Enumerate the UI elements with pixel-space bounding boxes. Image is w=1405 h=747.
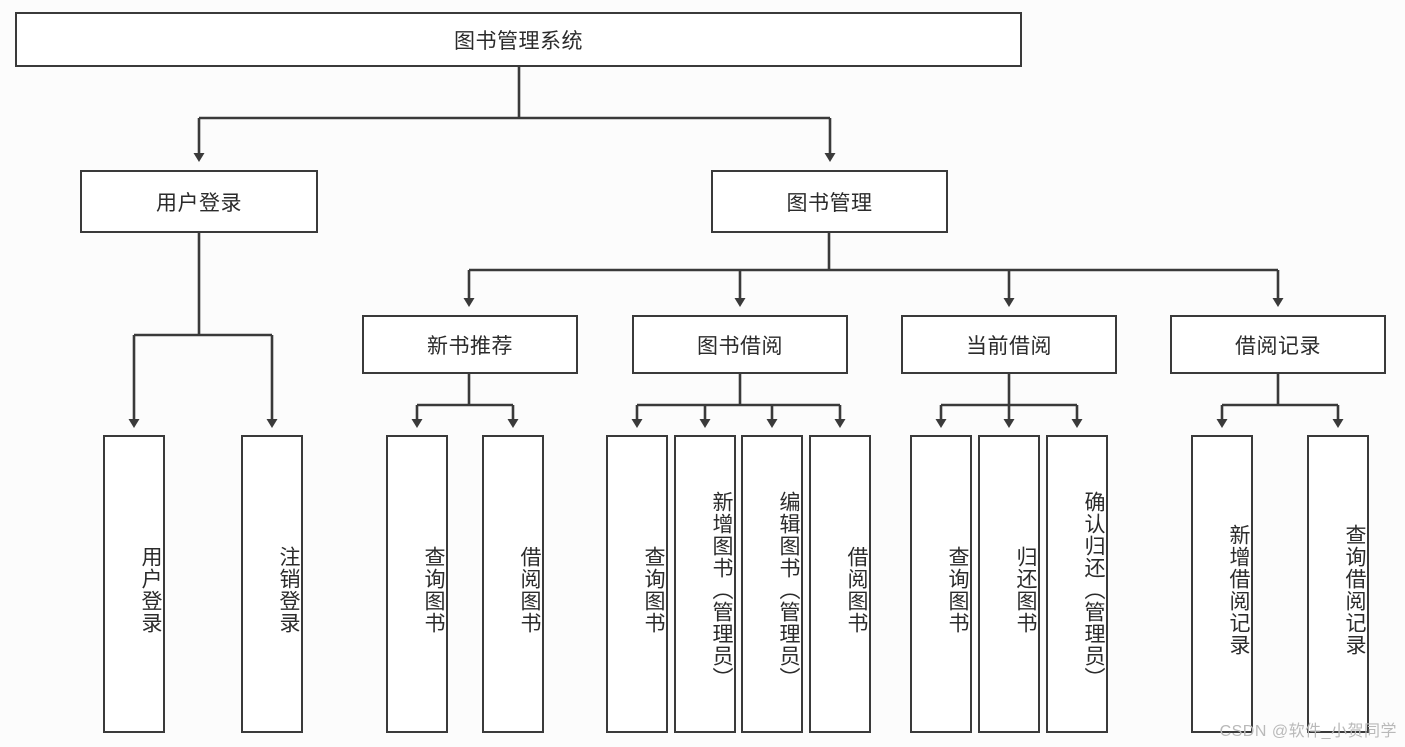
leaf-book-borrow-edit-book-admin[interactable]: 编辑图书（管理员） [741, 435, 803, 733]
leaf-new-book-borrow-book[interactable]: 借阅图书 [482, 435, 544, 733]
node-label: 当前借阅 [966, 334, 1052, 358]
node-label: 注销登录 [277, 546, 300, 634]
node-new-book-recommend[interactable]: 新书推荐 [362, 315, 578, 374]
node-label: 查询图书 [946, 546, 969, 634]
node-borrow-records[interactable]: 借阅记录 [1170, 315, 1386, 374]
leaf-user-login-login[interactable]: 用户登录 [103, 435, 165, 733]
node-label: 用户登录 [139, 546, 162, 634]
leaf-new-book-query-book[interactable]: 查询图书 [386, 435, 448, 733]
node-label: 图书借阅 [697, 334, 783, 358]
node-label: 借阅图书 [518, 546, 541, 634]
node-label: 归还图书 [1014, 546, 1037, 634]
node-current-borrow[interactable]: 当前借阅 [901, 315, 1117, 374]
watermark: CSDN @软件_小贺同学 [1219, 723, 1397, 740]
node-label: 查询图书 [642, 546, 665, 634]
node-label: 图书管理系统 [454, 29, 583, 53]
node-label: 借阅图书 [845, 546, 868, 634]
leaf-borrow-records-add-record[interactable]: 新增借阅记录 [1191, 435, 1253, 733]
node-label: 查询图书 [422, 546, 445, 634]
leaf-user-login-logout[interactable]: 注销登录 [241, 435, 303, 733]
leaf-borrow-records-query-record[interactable]: 查询借阅记录 [1307, 435, 1369, 733]
leaf-book-borrow-add-book-admin[interactable]: 新增图书（管理员） [674, 435, 736, 733]
node-label: 用户登录 [156, 191, 242, 215]
node-book-borrow[interactable]: 图书借阅 [632, 315, 848, 374]
node-book-management[interactable]: 图书管理 [711, 170, 948, 233]
leaf-current-borrow-query-book[interactable]: 查询图书 [910, 435, 972, 733]
node-label: 图书管理 [786, 191, 873, 215]
leaf-book-borrow-borrow-book[interactable]: 借阅图书 [809, 435, 871, 733]
leaf-book-borrow-query-book[interactable]: 查询图书 [606, 435, 668, 733]
node-label: 查询借阅记录 [1343, 524, 1366, 656]
node-label: 确认归还（管理员） [1082, 491, 1105, 689]
node-root-book-management-system[interactable]: 图书管理系统 [15, 12, 1022, 67]
node-label: 新增借阅记录 [1227, 524, 1250, 656]
node-label: 新增图书（管理员） [710, 491, 733, 689]
node-label: 编辑图书（管理员） [777, 491, 800, 689]
leaf-current-borrow-confirm-return-admin[interactable]: 确认归还（管理员） [1046, 435, 1108, 733]
node-user-login[interactable]: 用户登录 [80, 170, 318, 233]
node-label: 新书推荐 [427, 334, 513, 358]
node-label: 借阅记录 [1235, 334, 1321, 358]
leaf-current-borrow-return-book[interactable]: 归还图书 [978, 435, 1040, 733]
